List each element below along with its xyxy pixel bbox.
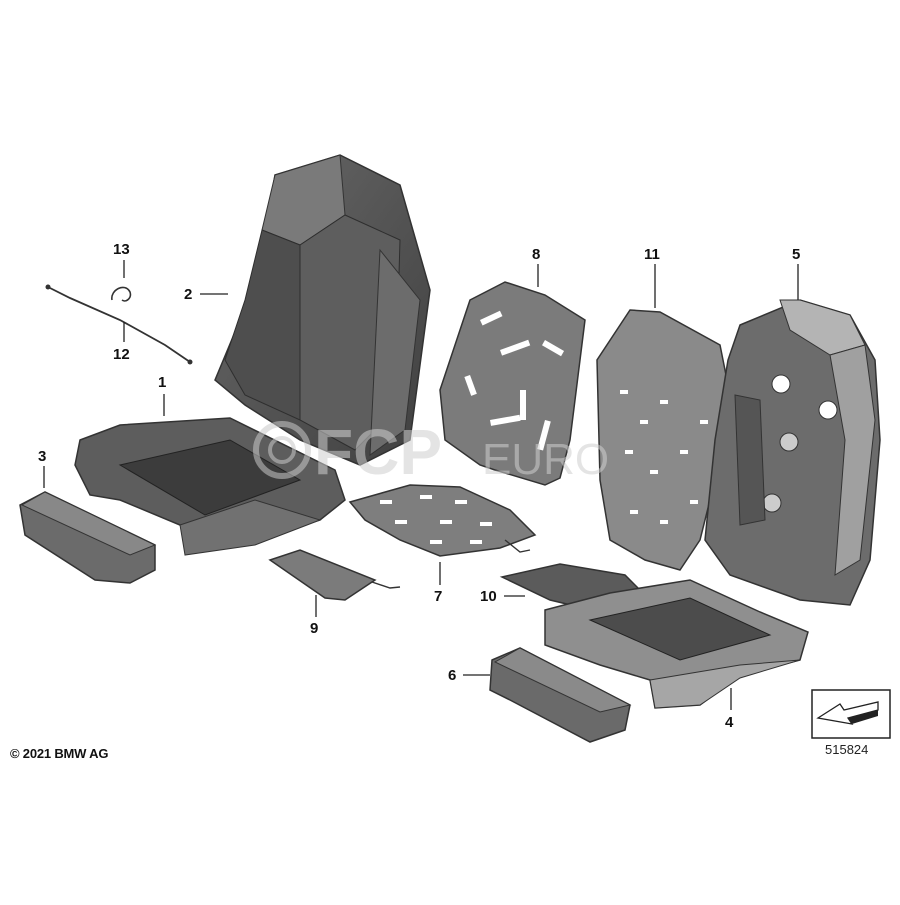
fcp-euro-watermark: FCP EURO [253, 416, 609, 488]
part-13-clip[interactable] [111, 286, 132, 302]
watermark-fcp-text: FCP [314, 416, 442, 488]
watermark-euro-text: EURO [482, 435, 609, 484]
part-8-heating-mat-backrest[interactable] [439, 281, 586, 486]
callout-1: 1 [158, 374, 167, 391]
part-3-side-bolster[interactable] [19, 491, 157, 584]
callout-11: 11 [644, 246, 660, 263]
copyright-text: © 2021 BMW AG [10, 746, 109, 761]
callout-13: 13 [113, 241, 130, 258]
part-11-backrest-panel[interactable] [596, 309, 731, 571]
callout-6: 6 [448, 667, 457, 684]
callout-8: 8 [532, 246, 541, 263]
callout-10: 10 [480, 588, 497, 605]
callout-12: 12 [113, 346, 130, 363]
leader-lines [43, 260, 799, 710]
callout-4: 4 [725, 714, 734, 731]
callout-7: 7 [434, 588, 443, 605]
part-7-heating-mat-seat[interactable] [348, 484, 537, 557]
part-4-seat-frame[interactable] [544, 579, 809, 709]
part-6-front-bolster[interactable] [489, 647, 632, 743]
part-5-backrest-frame[interactable] [704, 299, 881, 606]
part-2-backrest-cover[interactable] [214, 154, 431, 466]
part-12-wire[interactable] [45, 284, 193, 365]
callout-2: 2 [184, 286, 193, 303]
callout-3: 3 [38, 448, 47, 465]
callout-5: 5 [792, 246, 801, 263]
diagram-number: 515824 [825, 742, 869, 757]
callout-9: 9 [310, 620, 319, 637]
part-9-heating-pad[interactable] [268, 549, 401, 601]
orientation-icon [811, 689, 891, 739]
